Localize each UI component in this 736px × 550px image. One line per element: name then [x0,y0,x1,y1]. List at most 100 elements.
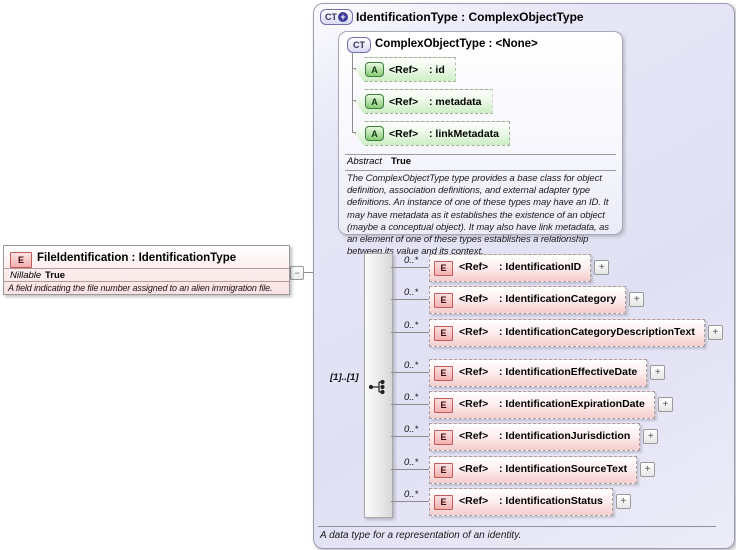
nillable-label: Nillable [10,270,42,281]
expand-icon[interactable] [594,260,610,276]
ref-label: <Ref> [459,326,489,338]
collapse-icon[interactable] [290,266,304,280]
file-identification-box[interactable]: E FileIdentification : IdentificationTyp… [3,245,290,295]
connector-line [391,372,429,374]
element-icon: E [434,292,453,308]
ref-label: <Ref> [459,293,489,305]
occurs-label: 0..* [404,254,419,266]
element-box-identification-jurisdiction[interactable]: E <Ref> : IdentificationJurisdiction [429,423,641,451]
attribute-name: : linkMetadata [429,127,500,140]
element-box-identification-category[interactable]: E <Ref> : IdentificationCategory [429,286,627,314]
element-icon: E [434,462,453,478]
cardinality-label: [1]..[1] [330,372,359,383]
element-box-identification-id[interactable]: E <Ref> : IdentificationID [429,254,592,282]
element-box-identification-source-text[interactable]: E <Ref> : IdentificationSourceText [429,456,638,484]
connector-line [391,501,429,503]
occurs-label: 0..* [404,456,419,468]
occurs-label: 0..* [404,359,419,371]
element-row: 0..* E <Ref> : IdentificationStatus [391,488,631,516]
complex-type-plus-icon: CT+ [320,9,353,25]
ref-label: <Ref> [459,366,489,378]
element-description: A field indicating the file number assig… [8,283,273,293]
element-name: : IdentificationSourceText [499,463,628,475]
connector-line [391,332,429,334]
expand-icon[interactable] [629,292,645,308]
element-icon: E [434,397,453,413]
connector-line [391,469,429,471]
ref-label: <Ref> [459,398,489,410]
attribute-icon: A [365,94,384,109]
occurs-label: 0..* [404,391,419,403]
nillable-value: True [45,270,66,281]
complex-type-icon: CT [347,37,371,53]
plus-badge-icon: + [338,12,348,22]
element-row: 0..* E <Ref> : IdentificationJurisdictio… [391,423,659,451]
occurs-label: 0..* [404,319,419,331]
ref-label: <Ref> [389,127,419,140]
expand-icon[interactable] [707,325,723,341]
expand-icon[interactable] [640,462,656,478]
abstract-label: Abstract [347,156,382,167]
connector-line [352,100,357,101]
type-title: IdentificationType : ComplexObjectType [356,10,584,24]
connector-line [288,272,325,273]
element-name: : IdentificationExpirationDate [499,398,645,410]
element-icon: E [434,365,453,381]
attribute-box-link-metadata[interactable]: A <Ref> : linkMetadata [355,121,511,146]
element-title: FileIdentification : IdentificationType [37,252,237,264]
element-icon: E [434,325,453,341]
element-name: : IdentificationID [499,261,582,273]
element-box-identification-status[interactable]: E <Ref> : IdentificationStatus [429,488,613,516]
connector-line [391,404,429,406]
ref-label: <Ref> [389,95,419,108]
divider [345,154,616,155]
expand-icon[interactable] [643,429,659,445]
attribute-icon: A [365,126,384,141]
connector-line [391,436,429,438]
complex-object-type-box[interactable]: CT ComplexObjectType : <None> A <Ref> : … [338,31,623,257]
occurs-label: 0..* [404,488,419,500]
connector-trunk [352,52,353,133]
occurs-label: 0..* [404,423,419,435]
occurs-label: 0..* [404,286,419,298]
connector-line [391,267,429,269]
ct-label: CT [325,12,337,22]
element-icon: E [434,260,453,276]
ref-label: <Ref> [459,463,489,475]
element-name: : IdentificationCategory [499,293,617,305]
element-icon: E [434,494,453,510]
ref-label: <Ref> [459,495,489,507]
element-icon: E [10,251,32,268]
element-box-identification-category-description-text[interactable]: E <Ref> : IdentificationCategoryDescript… [429,319,705,347]
identification-type-box[interactable]: CT+ IdentificationType : ComplexObjectTy… [313,3,735,549]
ref-label: <Ref> [389,63,419,76]
base-type-description: The ComplexObjectType type provides a ba… [347,173,609,258]
attribute-row: A <Ref> : metadata [355,89,493,114]
element-name: : IdentificationEffectiveDate [499,366,638,378]
ref-label: <Ref> [459,430,489,442]
base-type-title: ComplexObjectType : <None> [375,38,538,50]
connector-line [352,68,357,69]
connector-line [391,299,429,301]
element-row: 0..* E <Ref> : IdentificationCategoryDes… [391,319,723,347]
ref-label: <Ref> [459,261,489,273]
divider [318,526,716,527]
attribute-icon: A [365,62,384,77]
sequence-icon[interactable] [367,379,389,395]
divider [4,281,289,282]
element-name: : IdentificationCategoryDescriptionText [499,326,695,338]
attribute-name: : id [429,63,445,76]
attribute-row: A <Ref> : id [355,57,456,82]
attribute-row: A <Ref> : linkMetadata [355,121,511,146]
divider [345,170,616,171]
element-row: 0..* E <Ref> : IdentificationCategory [391,286,645,314]
attribute-box-metadata[interactable]: A <Ref> : metadata [355,89,493,114]
element-row: 0..* E <Ref> : IdentificationID [391,254,610,282]
attribute-box-id[interactable]: A <Ref> : id [355,57,456,82]
expand-icon[interactable] [650,365,666,381]
expand-icon[interactable] [657,397,673,413]
expand-icon[interactable] [615,494,631,510]
element-box-identification-effective-date[interactable]: E <Ref> : IdentificationEffectiveDate [429,359,648,387]
element-box-identification-expiration-date[interactable]: E <Ref> : IdentificationExpirationDate [429,391,655,419]
divider [4,268,289,269]
